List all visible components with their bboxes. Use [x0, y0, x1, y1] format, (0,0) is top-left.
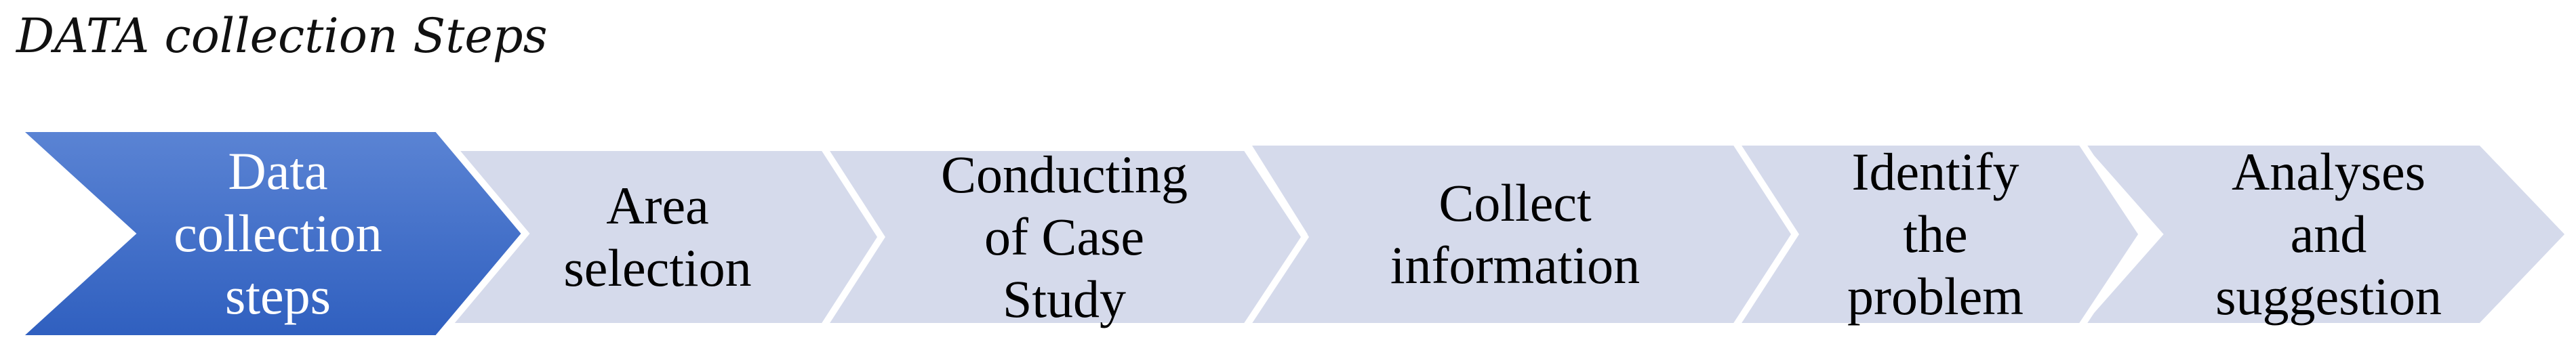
step-label-identify-problem: Identify the problem	[1847, 142, 2024, 326]
diagram-title: DATA collection Steps	[16, 8, 548, 64]
step-label-analyses-suggestion: Analyses and suggestion	[2215, 142, 2442, 326]
step-chevron-6	[2070, 139, 2574, 330]
step-label-collect-information: Collect information	[1390, 173, 1641, 295]
step-chevron-1	[7, 125, 530, 342]
step-label-data-collection: Data collection steps	[174, 142, 382, 325]
step-label-area-selection: Area selection	[563, 176, 752, 297]
step-label-case-study: Conducting of Case Study	[941, 145, 1188, 328]
